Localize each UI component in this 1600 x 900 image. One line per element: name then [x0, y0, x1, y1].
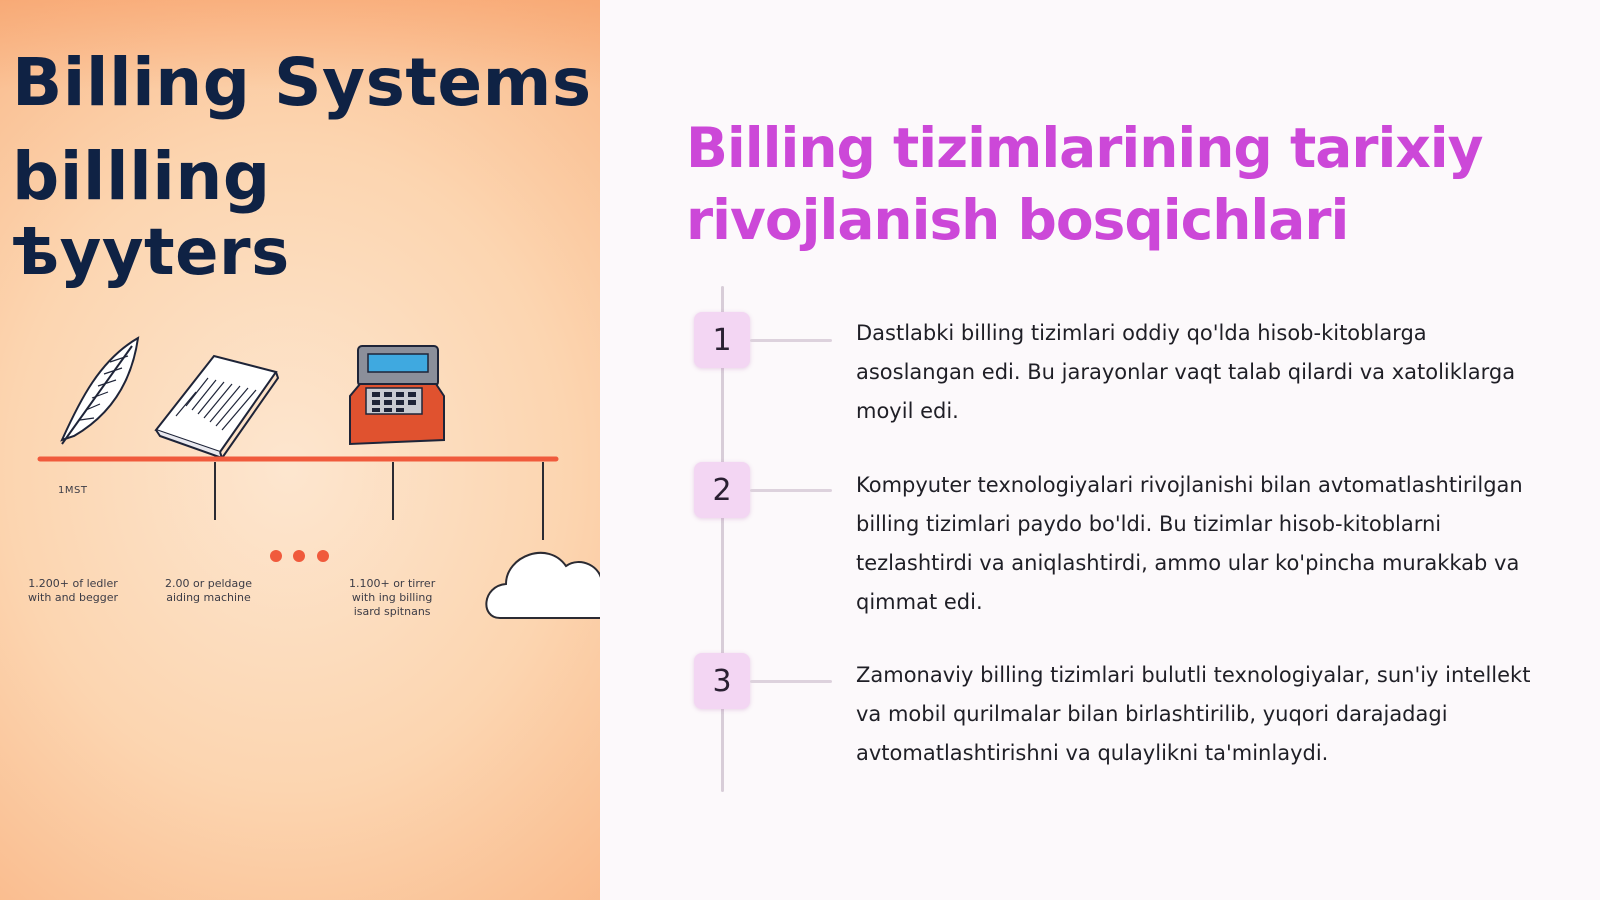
step-number-badge: 1 — [694, 312, 750, 368]
timeline-line — [721, 286, 724, 792]
illustration-title-line-1: Billing Systems — [12, 44, 592, 121]
adding-machine-icon — [349, 345, 445, 446]
step-description: Dastlabki billing tizimlari oddiy qo'lda… — [856, 321, 1516, 423]
page-title: Billing tizimlarining tarixiy rivojlanis… — [686, 116, 1484, 252]
illustration-panel: Billing Systems billling ѣyyters — [0, 0, 600, 900]
step-description: Kompyuter texnologiyalari rivojlanishi b… — [856, 473, 1523, 614]
illustration-tick-label: 1MST — [58, 485, 88, 496]
step-connector — [750, 489, 832, 492]
illustration-title-line-2: billling — [12, 138, 271, 215]
illustration-label-1: 1.200+ of ledler with and begger — [28, 577, 119, 604]
ledger-book-icon — [154, 354, 280, 460]
content-panel: Billing tizimlarining tarixiy rivojlanis… — [600, 0, 1600, 900]
illustration-title-line-3: ѣyyters — [12, 216, 290, 290]
step-connector — [750, 680, 832, 683]
illustration-label-2: 2.00 or peldage aiding machine — [165, 577, 253, 604]
cloud-icon — [485, 551, 600, 619]
illustration-artwork — [37, 336, 600, 619]
step-connector — [750, 339, 832, 342]
step-number-badge: 2 — [694, 462, 750, 518]
step-description: Zamonaviy billing tizimlari bulutli texn… — [856, 663, 1531, 765]
quill-icon — [60, 336, 140, 445]
illustration-label-3: 1.100+ or tirrer with ing billing isard … — [349, 577, 436, 618]
step-number-badge: 3 — [694, 653, 750, 709]
